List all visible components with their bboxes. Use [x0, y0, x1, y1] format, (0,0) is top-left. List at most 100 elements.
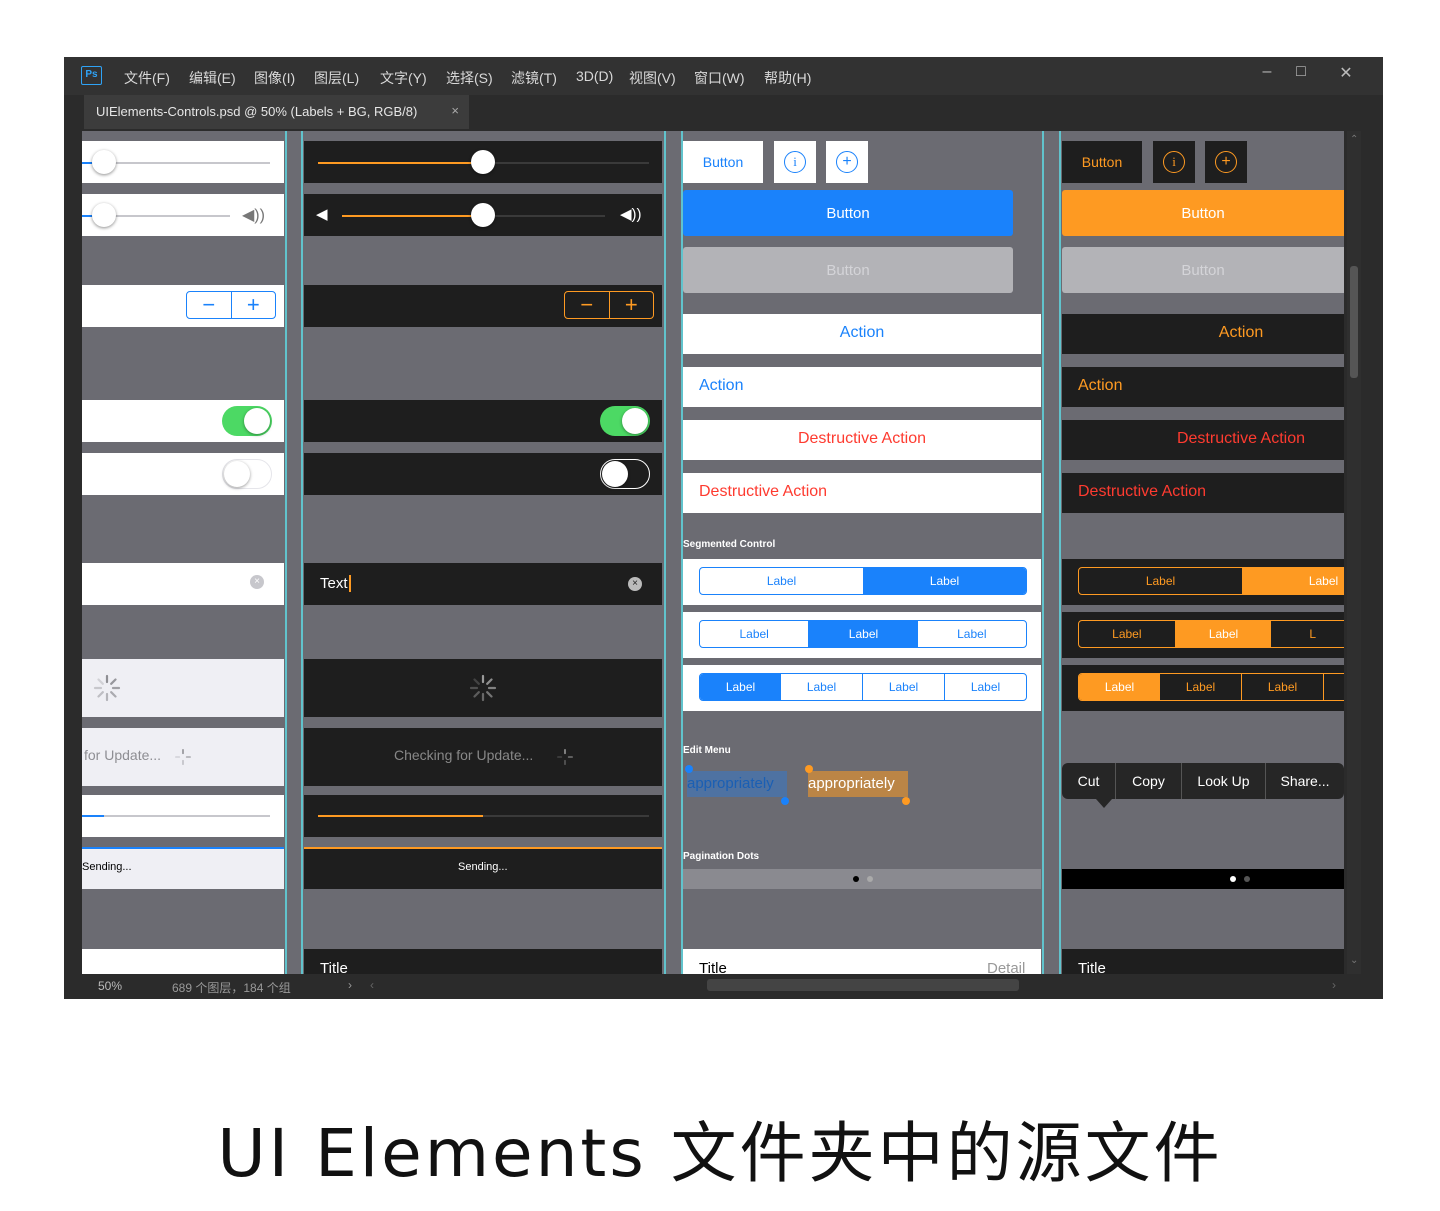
menu-view[interactable]: 视图(V) — [629, 70, 676, 86]
edit-menu-cut[interactable]: Cut — [1062, 763, 1116, 799]
stepper-plus-icon[interactable]: + — [246, 292, 260, 317]
maximize-button[interactable]: □ — [1296, 63, 1306, 80]
horizontal-scrollbar-thumb[interactable] — [707, 979, 1019, 991]
toggle-on[interactable] — [222, 406, 272, 436]
segmented-control-3[interactable]: Label Label L — [1078, 620, 1344, 648]
page-dot[interactable] — [867, 876, 873, 882]
scroll-left-icon[interactable]: ‹ — [370, 978, 374, 992]
tab-close-icon[interactable]: × — [451, 103, 459, 118]
add-button-dark[interactable]: + — [1205, 141, 1247, 183]
toggle-off[interactable] — [600, 459, 650, 489]
menu-select[interactable]: 选择(S) — [446, 70, 493, 86]
filled-button-blue[interactable]: Button — [683, 190, 1013, 236]
segment[interactable]: Label — [1145, 574, 1176, 588]
document-tab[interactable]: UIElements-Controls.psd @ 50% (Labels + … — [84, 95, 469, 129]
menu-window[interactable]: 窗口(W) — [694, 70, 745, 86]
segment-selected[interactable]: Label — [1242, 568, 1344, 594]
status-bar: 50% 689 个图层，184 个组 › ‹ › — [82, 974, 1362, 999]
menu-3d[interactable]: 3D(D) — [576, 68, 614, 84]
destructive-row-left-dark[interactable]: Destructive Action — [1062, 473, 1344, 513]
page-dot-active[interactable] — [853, 876, 859, 882]
scroll-down-icon[interactable]: ⌄ — [1350, 955, 1359, 966]
segment-selected[interactable]: Label — [1175, 621, 1272, 647]
segment-selected[interactable]: Label — [809, 621, 918, 647]
action-row-left-light[interactable]: Action — [683, 367, 1041, 407]
segment[interactable]: Label — [1160, 674, 1242, 700]
menu-edit[interactable]: 编辑(E) — [189, 70, 236, 86]
segmented-control-4[interactable]: Label Label Label — [1078, 673, 1344, 701]
selection-handle-start[interactable] — [805, 765, 813, 773]
stepper-plus-icon[interactable]: + — [624, 292, 638, 317]
stepper-minus-icon[interactable]: − — [187, 292, 232, 318]
segmented-control-3[interactable]: Label Label Label — [699, 620, 1027, 648]
slider-knob[interactable] — [92, 150, 116, 174]
small-button-dark[interactable]: Button — [1062, 141, 1142, 183]
small-button-light[interactable]: Button — [683, 141, 763, 183]
action-row-left-dark[interactable]: Action — [1062, 367, 1344, 407]
text-selection-orange: appropriately — [808, 771, 908, 797]
menu-file[interactable]: 文件(F) — [124, 70, 170, 86]
text-field-value[interactable]: Text — [320, 575, 351, 592]
segmented-control-2[interactable]: Label Label — [1078, 567, 1344, 595]
selection-handle-start[interactable] — [685, 765, 693, 773]
destructive-row-centered-dark[interactable]: Destructive Action — [1062, 420, 1344, 460]
document-canvas[interactable]: ◀)) − + × — [82, 131, 1344, 974]
segment[interactable]: Label — [781, 674, 863, 700]
selection-handle-end[interactable] — [781, 797, 789, 805]
scroll-up-icon[interactable]: ⌃ — [1350, 134, 1359, 145]
menu-type[interactable]: 文字(Y) — [380, 70, 427, 86]
minimize-button[interactable]: – — [1262, 63, 1272, 80]
text-field-row-dark[interactable]: Text × — [304, 563, 662, 605]
segmented-control-4[interactable]: Label Label Label Label — [699, 673, 1027, 701]
page-dot[interactable] — [1244, 876, 1250, 882]
menu-layer[interactable]: 图层(L) — [314, 70, 360, 86]
close-window-button[interactable]: ✕ — [1339, 65, 1353, 82]
volume-slider-knob[interactable] — [471, 203, 495, 227]
page-dot-active[interactable] — [1230, 876, 1236, 882]
segmented-row-4-dark: Label Label Label — [1062, 665, 1344, 711]
segment[interactable]: Label — [863, 674, 945, 700]
menu-image[interactable]: 图像(I) — [254, 70, 296, 86]
stepper-light[interactable]: − + — [186, 291, 276, 319]
volume-slider-knob[interactable] — [92, 203, 116, 227]
menu-help[interactable]: 帮助(H) — [764, 70, 812, 86]
add-button-light[interactable]: + — [826, 141, 868, 183]
segment[interactable]: Label — [766, 574, 797, 588]
segment[interactable]: Label — [700, 621, 810, 647]
toggle-on[interactable] — [600, 406, 650, 436]
vertical-scrollbar[interactable]: ⌃ ⌄ — [1347, 131, 1361, 974]
status-next-icon[interactable]: › — [348, 978, 352, 992]
segment[interactable]: Label — [1242, 674, 1324, 700]
segment[interactable] — [1324, 674, 1344, 700]
stepper-dark[interactable]: − + — [564, 291, 654, 319]
segment[interactable]: Label — [1079, 621, 1176, 647]
vertical-scrollbar-thumb[interactable] — [1350, 266, 1358, 378]
filled-button-orange[interactable]: Button — [1062, 190, 1344, 236]
segmented-control-2[interactable]: Label Label — [699, 567, 1027, 595]
stepper-minus-icon[interactable]: − — [565, 292, 610, 318]
scroll-right-icon[interactable]: › — [1332, 978, 1336, 992]
segment[interactable]: Label — [970, 680, 1001, 694]
segment-selected[interactable]: Label — [1079, 674, 1160, 700]
toggle-off[interactable] — [222, 459, 272, 489]
destructive-row-left-light[interactable]: Destructive Action — [683, 473, 1041, 513]
segment-selected[interactable]: Label — [863, 568, 1026, 594]
selection-handle-end[interactable] — [902, 797, 910, 805]
info-button-dark[interactable]: i — [1153, 141, 1195, 183]
edit-menu-look-up[interactable]: Look Up — [1182, 763, 1266, 799]
menu-filter[interactable]: 滤镜(T) — [511, 70, 557, 86]
clear-text-icon[interactable]: × — [628, 577, 642, 591]
slider-knob[interactable] — [471, 150, 495, 174]
zoom-level[interactable]: 50% — [98, 979, 123, 993]
segment-selected[interactable]: Label — [700, 674, 781, 700]
segment[interactable]: L — [1309, 627, 1317, 641]
action-row-centered-dark[interactable]: Action — [1062, 314, 1344, 354]
edit-menu-share[interactable]: Share... — [1280, 773, 1330, 789]
destructive-row-centered-light[interactable]: Destructive Action — [683, 420, 1041, 460]
info-button-light[interactable]: i — [774, 141, 816, 183]
text-field-row-light[interactable]: × — [82, 563, 284, 605]
clear-text-icon[interactable]: × — [250, 575, 264, 589]
edit-menu-copy[interactable]: Copy — [1116, 763, 1182, 799]
action-row-centered-light[interactable]: Action — [683, 314, 1041, 354]
segment[interactable]: Label — [957, 627, 987, 641]
